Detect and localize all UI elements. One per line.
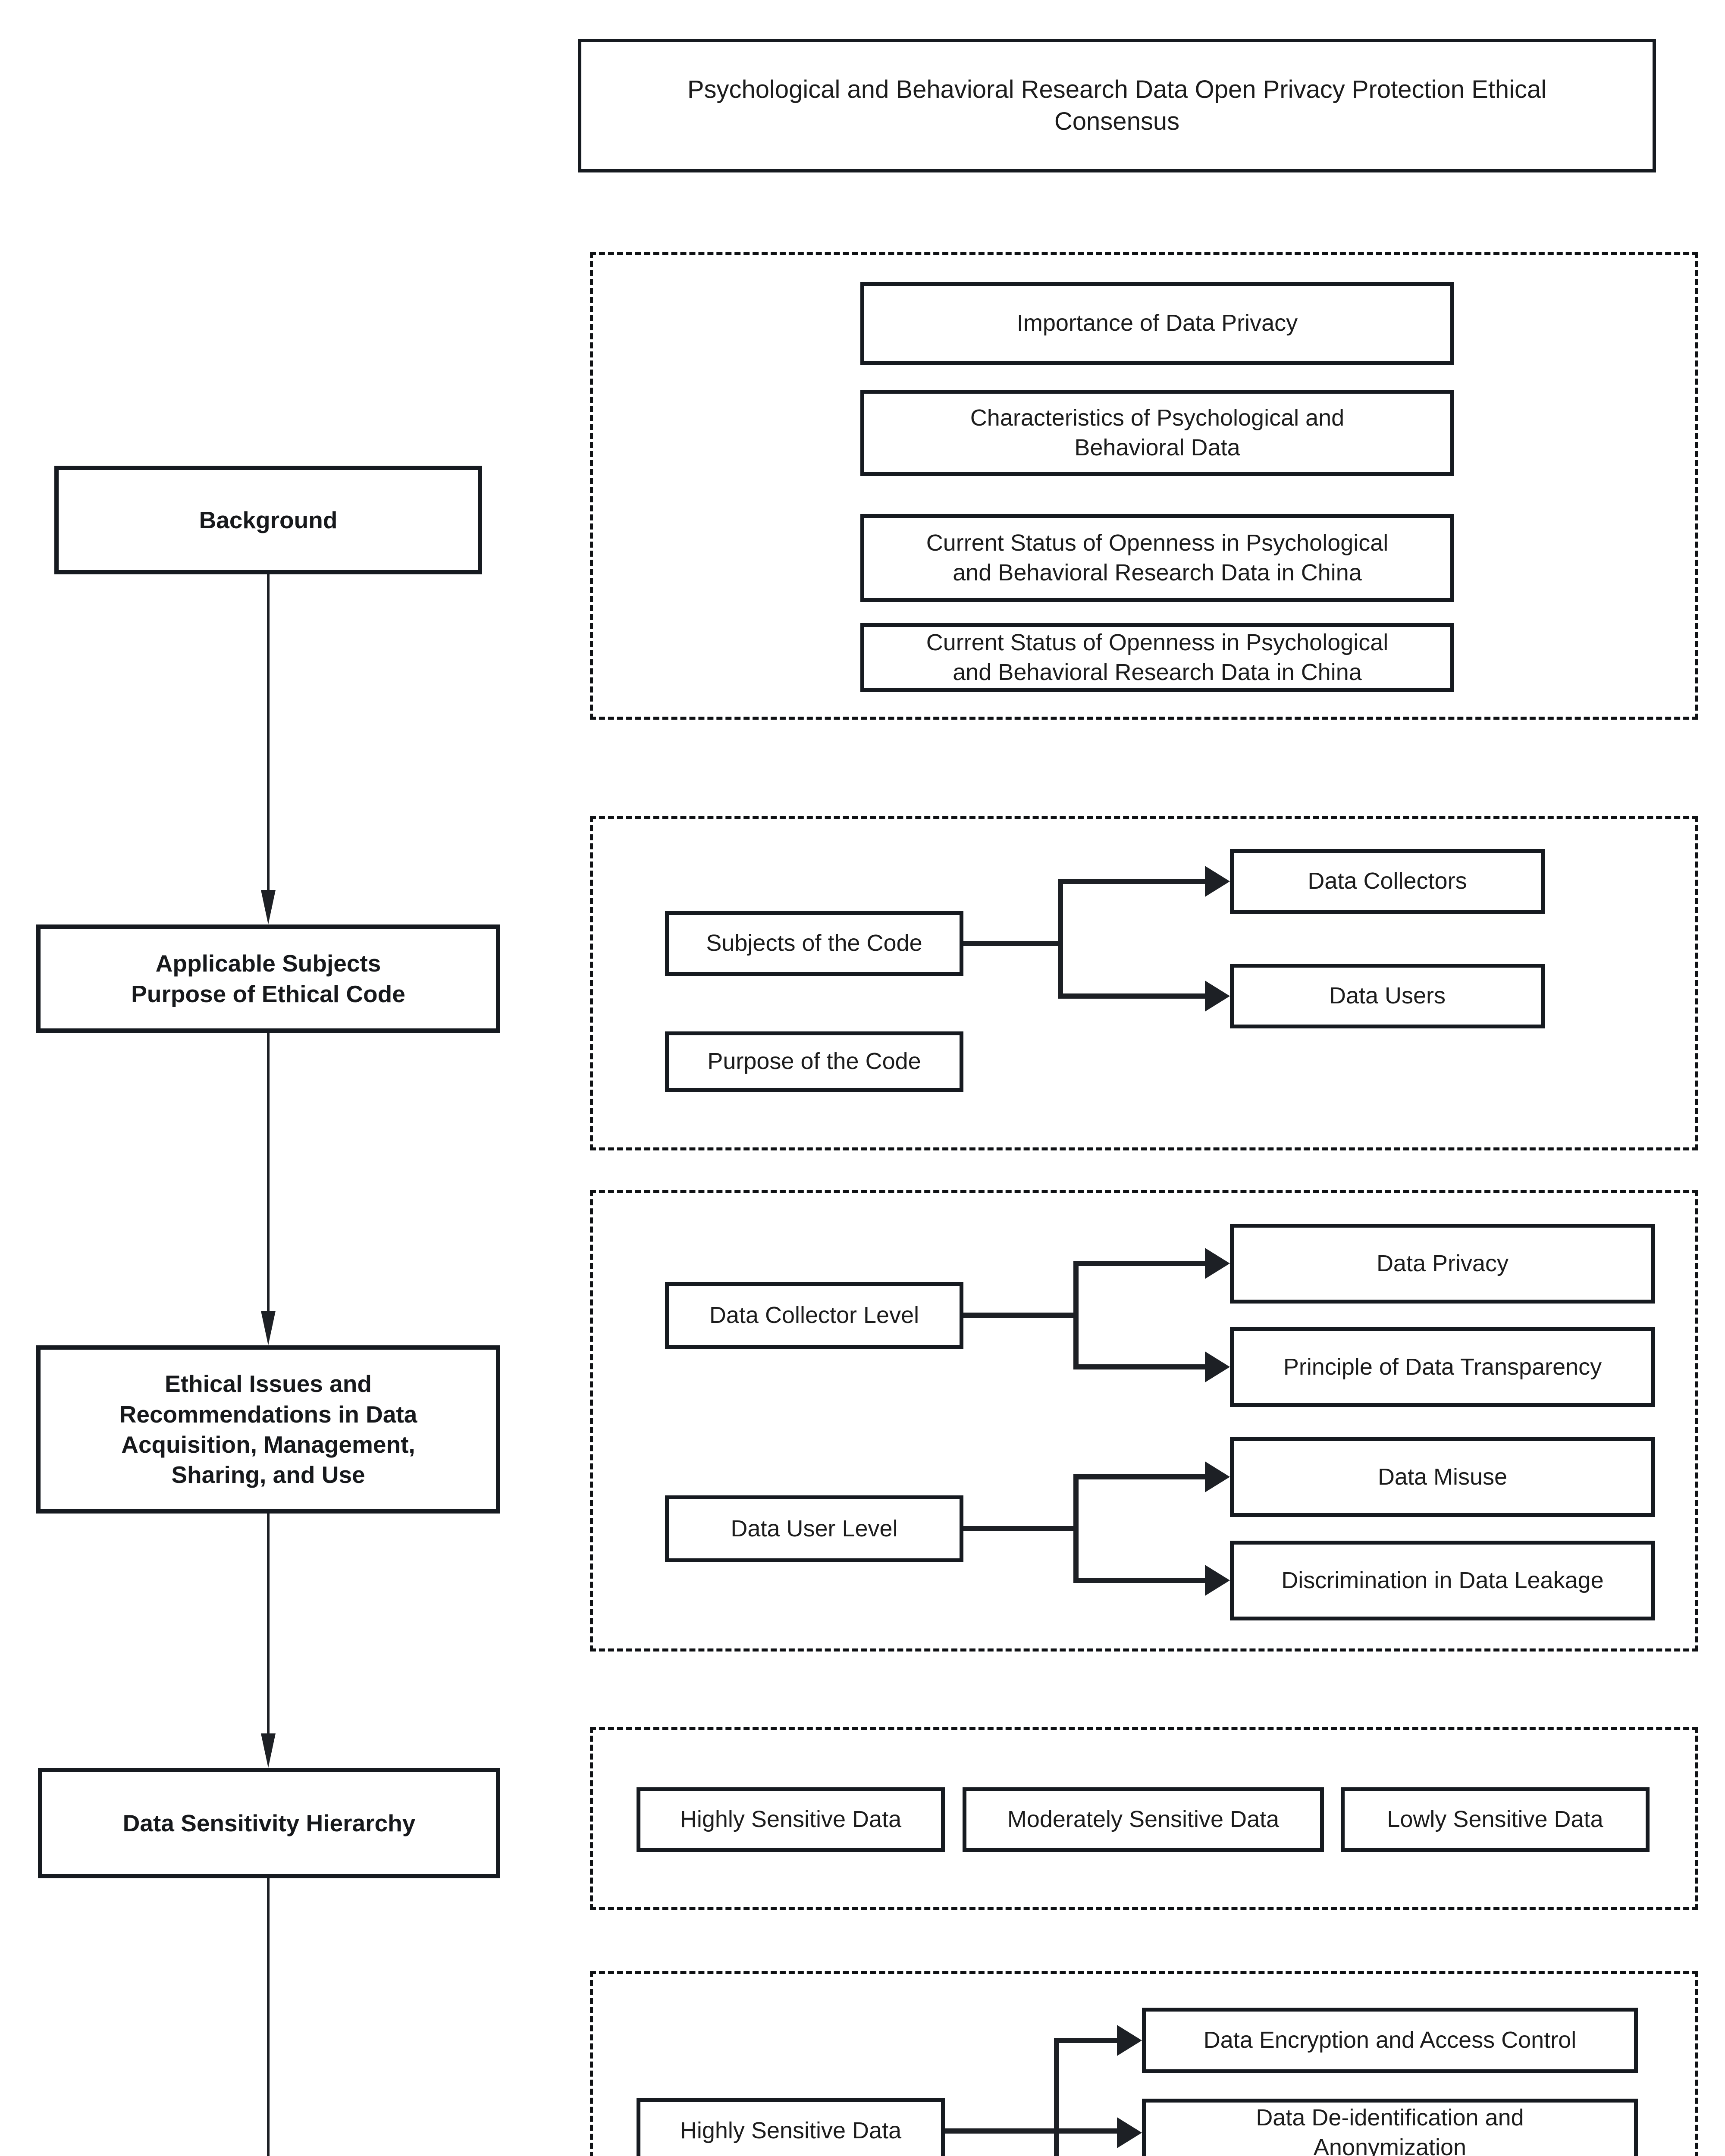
connector-to-discrimination xyxy=(1073,1578,1205,1583)
arrow-to-collectors xyxy=(1205,866,1230,897)
dashed-section-applicable-subjects xyxy=(590,816,1698,1150)
dashed-section-background xyxy=(590,252,1698,720)
arrow-to-users xyxy=(1205,981,1230,1012)
dashed-section-ethical-norms xyxy=(590,1971,1698,2156)
node-data-privacy: Data Privacy xyxy=(1230,1224,1655,1304)
connector-to-misuse xyxy=(1073,1474,1205,1479)
arrow-to-discrimination xyxy=(1205,1565,1230,1596)
arrow-to-encryption xyxy=(1117,2025,1142,2056)
node-discrimination-in-data-leakage: Discrimination in Data Leakage xyxy=(1230,1541,1655,1620)
flow-line-4 xyxy=(267,1878,270,2156)
spine-box-applicable-subjects: Applicable Subjects Purpose of Ethical C… xyxy=(36,924,500,1033)
node-highly-sensitive-data: Highly Sensitive Data xyxy=(637,1787,945,1852)
connector-high-stem xyxy=(945,2128,1117,2134)
node-current-status-openness-1: Current Status of Openness in Psychologi… xyxy=(860,514,1454,602)
connector-to-transparency xyxy=(1073,1364,1205,1369)
connector-to-privacy xyxy=(1073,1261,1205,1266)
diagram-title-box: Psychological and Behavioral Research Da… xyxy=(578,39,1656,172)
node-importance-of-data-privacy: Importance of Data Privacy xyxy=(860,282,1454,365)
node-data-users: Data Users xyxy=(1230,964,1545,1028)
arrow-to-misuse xyxy=(1205,1461,1230,1492)
dashed-section-data-sensitivity xyxy=(590,1727,1698,1910)
arrow-to-deidentification xyxy=(1117,2117,1142,2148)
node-principle-of-data-transparency: Principle of Data Transparency xyxy=(1230,1327,1655,1407)
connector-to-collectors xyxy=(1058,879,1205,884)
connector-user-branch xyxy=(1073,1474,1079,1583)
spine-box-ethical-issues: Ethical Issues and Recommendations in Da… xyxy=(36,1345,500,1514)
node-data-collectors: Data Collectors xyxy=(1230,849,1545,914)
node-data-collector-level: Data Collector Level xyxy=(665,1282,963,1349)
node-data-user-level: Data User Level xyxy=(665,1495,963,1562)
arrow-to-privacy xyxy=(1205,1248,1230,1279)
node-data-misuse: Data Misuse xyxy=(1230,1437,1655,1517)
connector-to-encryption xyxy=(1054,2038,1117,2043)
flow-arrow-1 xyxy=(261,890,276,924)
flow-arrow-3 xyxy=(261,1733,276,1768)
node-norms-highly-sensitive: Highly Sensitive Data xyxy=(637,2098,945,2156)
flow-line-2 xyxy=(267,1033,270,1311)
connector-collector-branch xyxy=(1073,1261,1079,1369)
connector-subjects-stem xyxy=(963,941,1063,946)
flow-line-1 xyxy=(267,574,270,890)
flow-arrow-2 xyxy=(261,1311,276,1345)
connector-high-branch xyxy=(1054,2038,1059,2156)
dashed-section-ethical-issues xyxy=(590,1190,1698,1651)
connector-to-users xyxy=(1058,993,1205,999)
node-data-encryption-access-control: Data Encryption and Access Control xyxy=(1142,2008,1638,2073)
spine-box-data-sensitivity: Data Sensitivity Hierarchy xyxy=(38,1768,500,1878)
node-current-status-openness-2: Current Status of Openness in Psychologi… xyxy=(860,623,1454,692)
flow-line-3 xyxy=(267,1514,270,1733)
node-subjects-of-the-code: Subjects of the Code xyxy=(665,911,963,976)
connector-user-stem xyxy=(963,1526,1079,1531)
node-moderately-sensitive-data: Moderately Sensitive Data xyxy=(963,1787,1324,1852)
node-lowly-sensitive-data: Lowly Sensitive Data xyxy=(1341,1787,1650,1852)
arrow-to-transparency xyxy=(1205,1351,1230,1382)
node-characteristics-of-data: Characteristics of Psychological and Beh… xyxy=(860,390,1454,476)
node-purpose-of-the-code: Purpose of the Code xyxy=(665,1031,963,1092)
node-data-deidentification-anonymization: Data De-identification and Anonymization xyxy=(1142,2099,1638,2156)
connector-collector-stem xyxy=(963,1313,1079,1318)
spine-box-background: Background xyxy=(54,466,482,574)
connector-subjects-branch xyxy=(1058,879,1063,999)
